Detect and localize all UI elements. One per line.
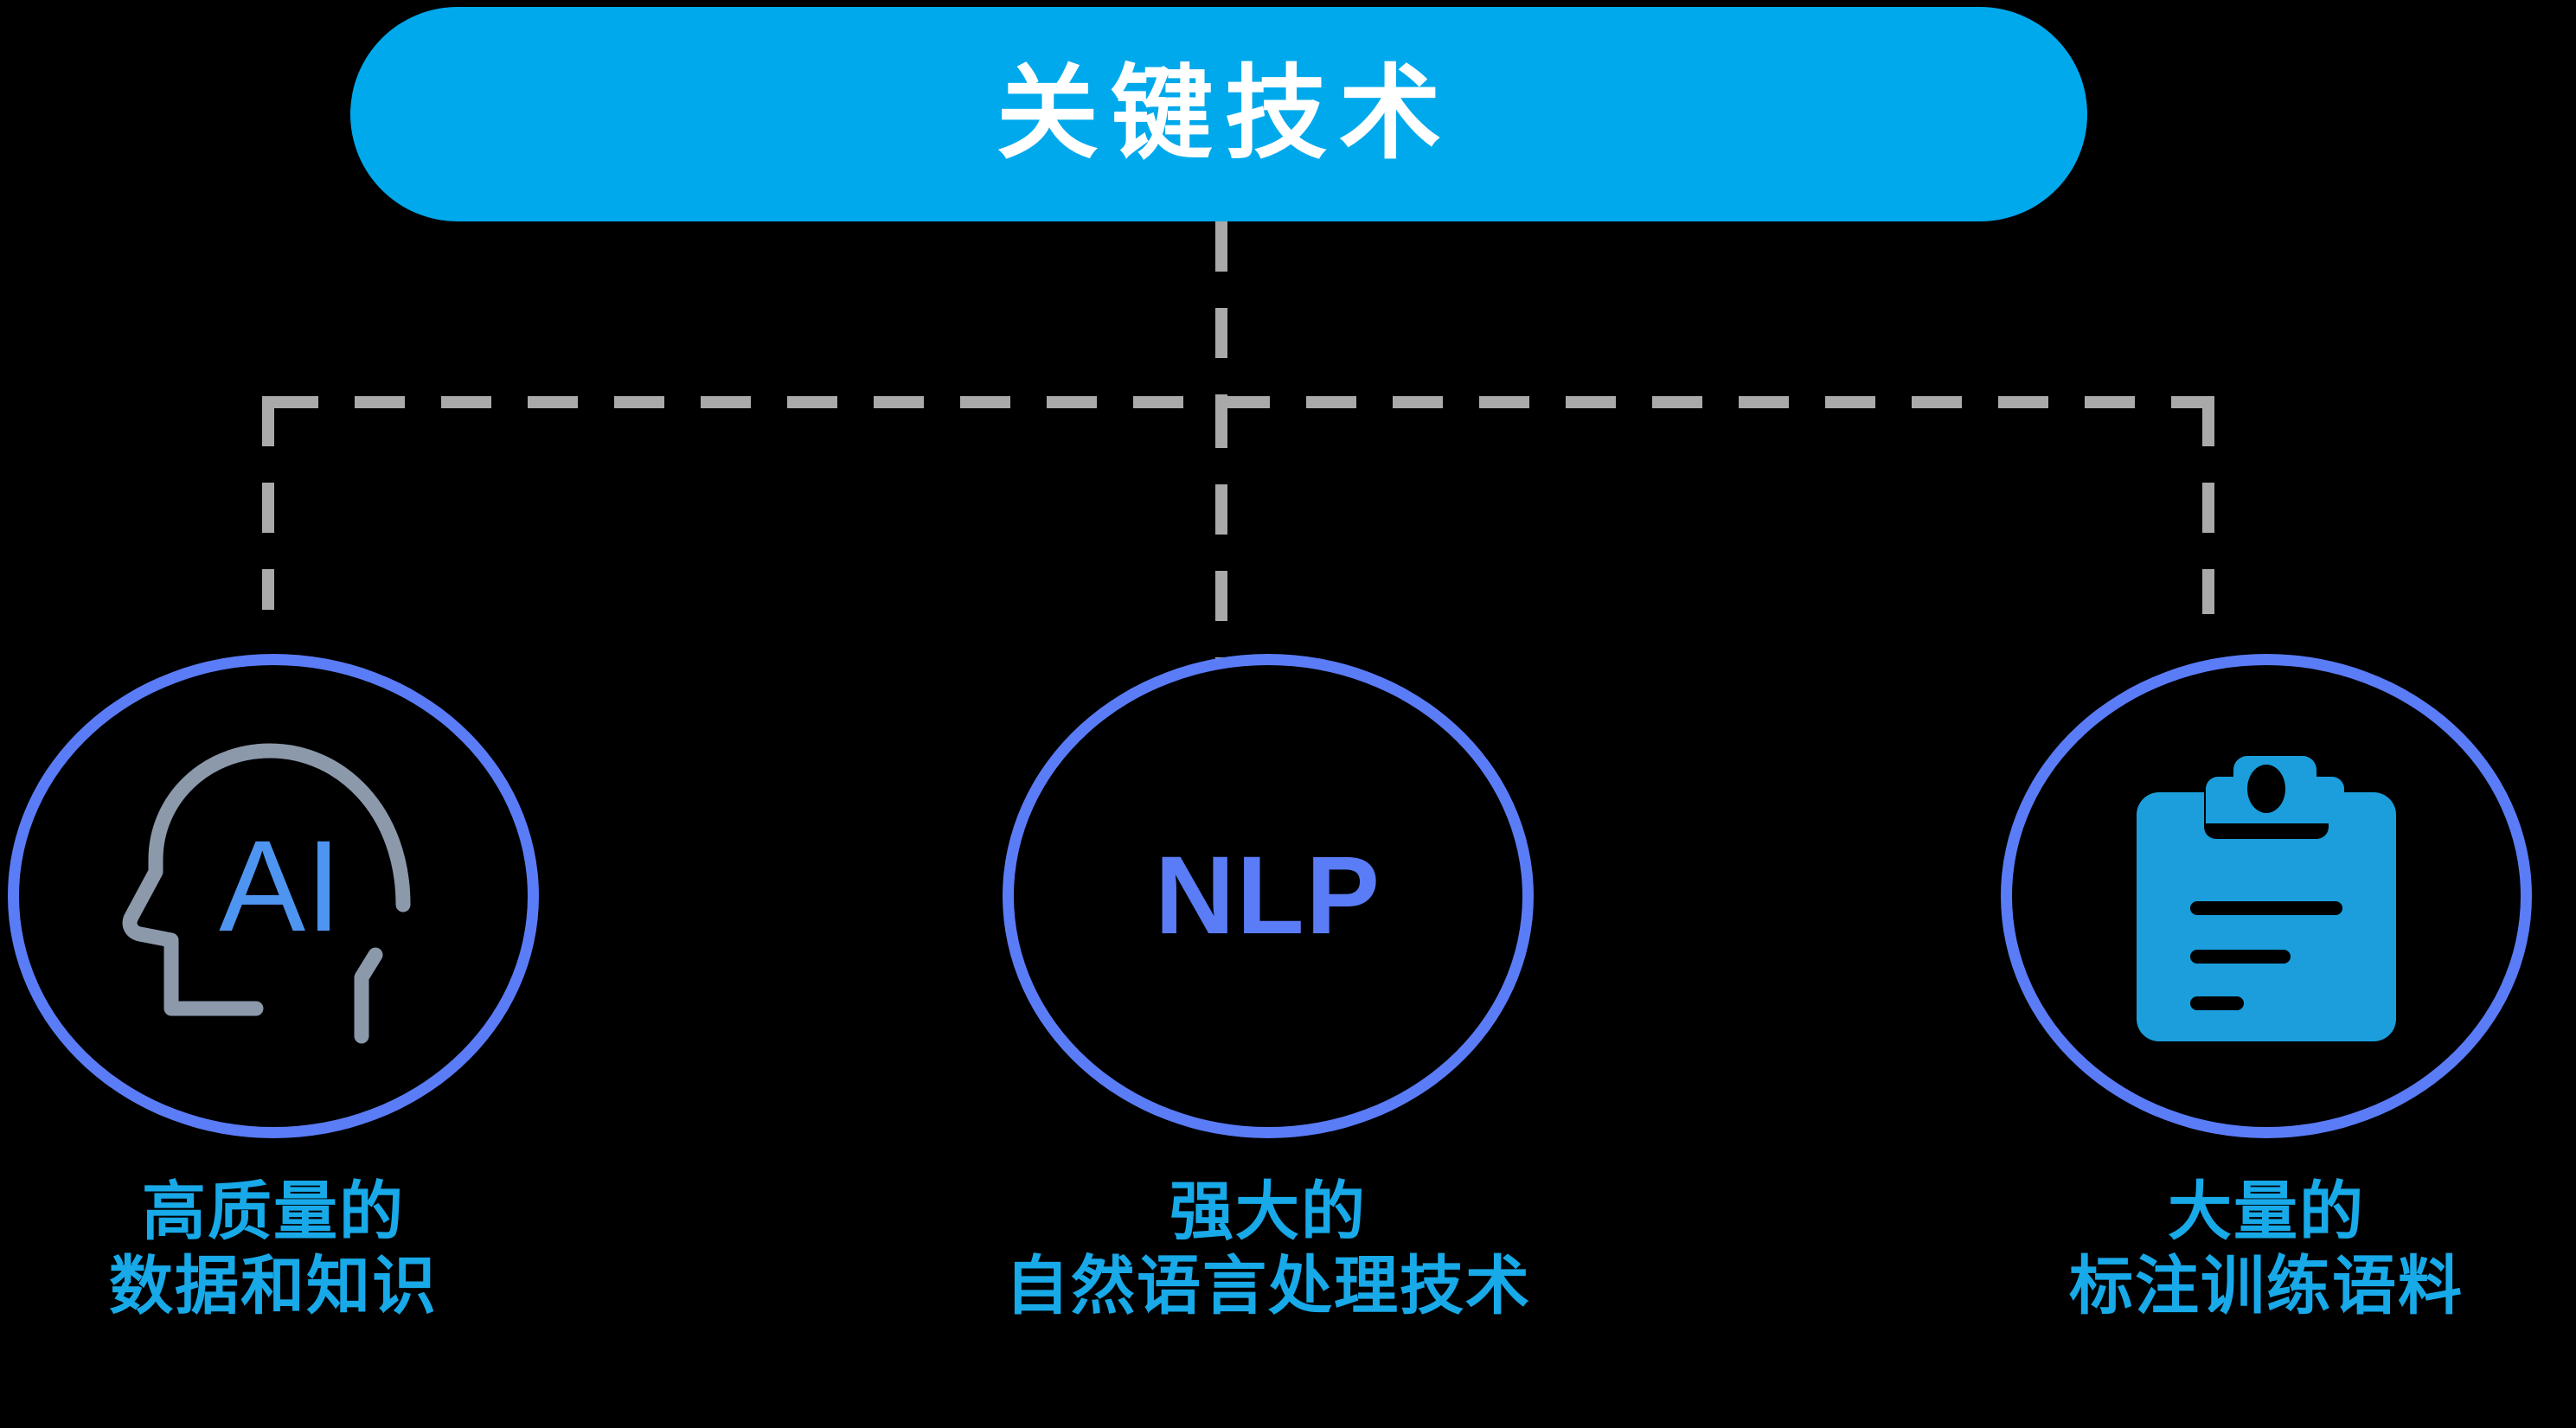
branch-data-knowledge[interactable]: AI 高质量的 数据和知识: [5, 654, 541, 1323]
caption-line: 数据和知识: [109, 1249, 438, 1322]
caption-line: 强大的: [1169, 1175, 1367, 1247]
caption-line: 自然语言处理技术: [1005, 1249, 1531, 1322]
branch-circle-nlp[interactable]: NLP: [1003, 654, 1534, 1138]
caption-line: 大量的: [2168, 1175, 2365, 1247]
branch-nlp[interactable]: NLP 强大的 自然语言处理技术: [1000, 654, 1536, 1323]
branch-caption-nlp: 强大的 自然语言处理技术: [1005, 1175, 1531, 1323]
title-pill: 关键技术: [350, 7, 2087, 221]
page-title: 关键技术: [996, 57, 1453, 171]
branch-caption-annotated-corpus: 大量的 标注训练语料: [2069, 1175, 2464, 1323]
clipboard-icon: [2111, 732, 2422, 1060]
branch-circle-data-knowledge[interactable]: AI: [8, 654, 539, 1138]
ai-head-icon: AI: [118, 732, 429, 1060]
branch-circle-annotated-corpus[interactable]: [2001, 654, 2532, 1138]
caption-line: 高质量的: [142, 1175, 405, 1247]
caption-line: 标注训练语料: [2069, 1249, 2464, 1322]
nlp-text-icon: NLP: [1155, 834, 1381, 957]
branch-caption-data-knowledge: 高质量的 数据和知识: [109, 1175, 438, 1323]
svg-text:AI: AI: [219, 813, 342, 958]
branch-annotated-corpus[interactable]: 大量的 标注训练语料: [1998, 654, 2534, 1323]
